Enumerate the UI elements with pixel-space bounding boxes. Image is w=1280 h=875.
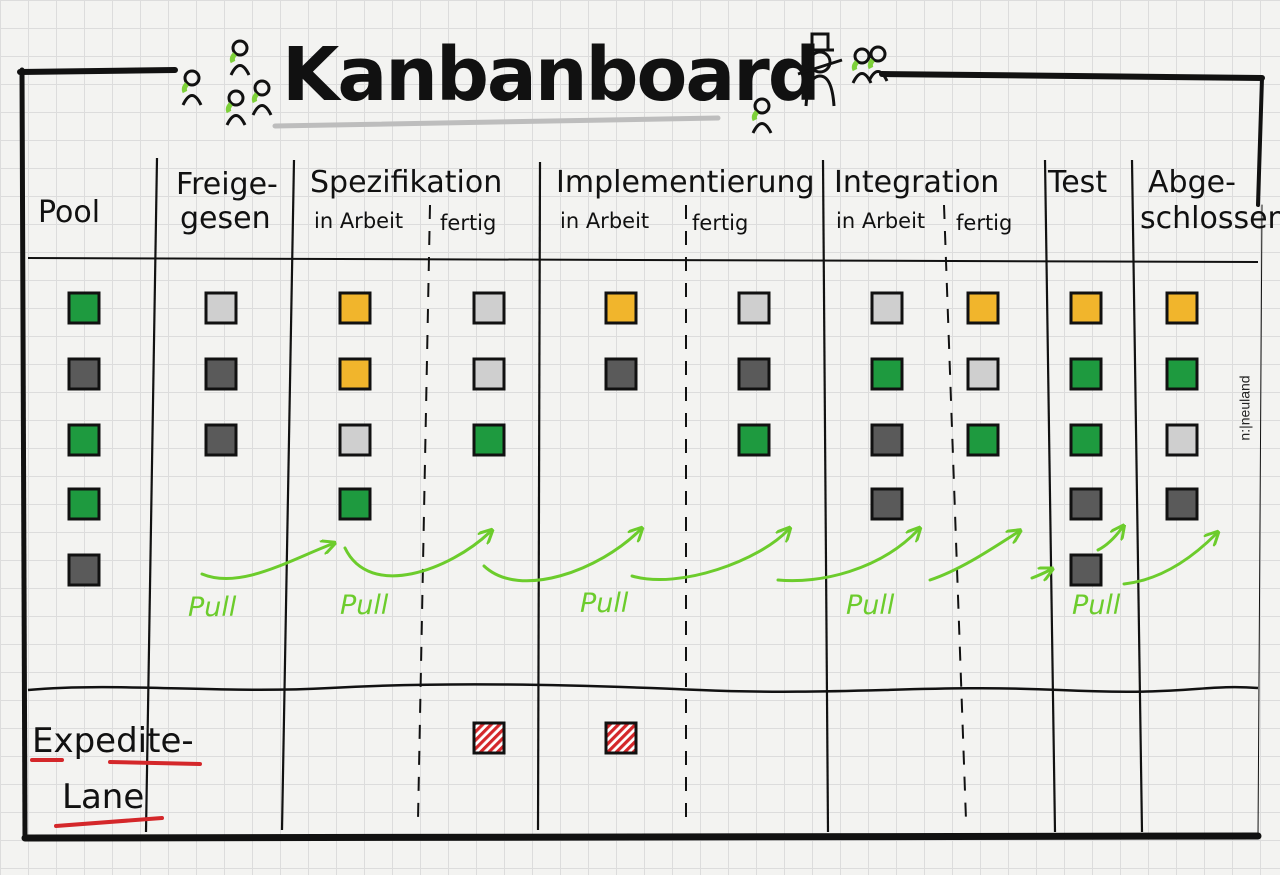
kanban-card-light-gray [737, 291, 771, 325]
kanban-card-light-gray [338, 423, 372, 457]
kanban-card-green [472, 423, 506, 457]
person-icon [229, 39, 251, 76]
column-headers: Pool Freige- gesen Spezifikation in Arbe… [38, 165, 1280, 236]
brand-logo: n:|neuland [1237, 350, 1274, 470]
kanban-card-green [338, 487, 372, 521]
kanban-card-dark-gray [67, 357, 101, 391]
kanban-card-green [1069, 423, 1103, 457]
column-header-freigegeben-line2: gesen [180, 201, 271, 236]
kanban-card-green [870, 357, 904, 391]
pull-arrow [1096, 528, 1122, 552]
cards-layer [67, 291, 1199, 755]
pull-arrow [343, 532, 490, 578]
subcolumn-impl-fertig: fertig [692, 211, 748, 235]
subcolumn-spec-fertig: fertig [440, 211, 496, 235]
pull-labels: Pull Pull Pull Pull Pull [188, 588, 1121, 623]
kanban-card-light-gray [966, 357, 1000, 391]
pull-arrow [630, 530, 788, 581]
column-header-spezifikation: Spezifikation [310, 165, 502, 200]
kanban-card-green [1069, 357, 1103, 391]
kanban-card-green [67, 487, 101, 521]
pull-label: Pull [846, 590, 895, 621]
kanban-card-dark-gray [870, 487, 904, 521]
subcolumn-integ-in-arbeit: in Arbeit [836, 209, 925, 233]
kanban-card-yellow [1165, 291, 1199, 325]
pull-label: Pull [1072, 590, 1121, 621]
kanban-card-yellow [338, 357, 372, 391]
kanban-card-yellow [1069, 291, 1103, 325]
kanban-card-dark-gray [204, 423, 238, 457]
pull-arrow [482, 530, 640, 583]
kanban-card-dark-gray [604, 357, 638, 391]
kanban-card-green [67, 291, 101, 325]
person-icon [867, 45, 889, 82]
person-icon [181, 69, 203, 106]
kanban-card-light-gray [204, 291, 238, 325]
column-header-integration: Integration [834, 165, 999, 200]
expedite-label-line2: Lane [62, 777, 144, 817]
expedite-card-red [604, 721, 638, 755]
kanban-card-green [966, 423, 1000, 457]
column-dividers [144, 157, 1144, 833]
kanban-card-yellow [338, 291, 372, 325]
column-header-freigegeben: Freige- [176, 167, 278, 202]
title-underline [272, 115, 721, 129]
subcolumn-integ-fertig: fertig [956, 211, 1012, 235]
expedite-lane-divider [27, 683, 1259, 693]
kanban-card-green [737, 423, 771, 457]
pull-arrow [928, 532, 1018, 582]
pull-label: Pull [580, 588, 629, 619]
column-header-implementierung: Implementierung [556, 165, 815, 200]
pull-arrows [200, 528, 1216, 586]
expedite-lane-label: Expedite- Lane [30, 721, 202, 828]
pull-arrow [200, 544, 332, 580]
pull-arrow [1122, 534, 1216, 586]
pull-label: Pull [340, 590, 389, 621]
kanban-card-dark-gray [1069, 553, 1103, 587]
expedite-card-red [472, 721, 506, 755]
kanban-card-dark-gray [204, 357, 238, 391]
kanban-card-dark-gray [870, 423, 904, 457]
kanban-card-dark-gray [1165, 487, 1199, 521]
kanban-card-yellow [966, 291, 1000, 325]
kanban-card-yellow [604, 291, 638, 325]
manager-with-hat-icon [797, 32, 843, 107]
kanban-card-light-gray [1165, 423, 1199, 457]
column-header-test: Test [1047, 165, 1107, 200]
pull-arrow [776, 530, 918, 583]
kanban-card-dark-gray [67, 553, 101, 587]
board-frame [17, 67, 1265, 842]
kanban-card-green [67, 423, 101, 457]
column-header-abgeschlossen-line2: schlossen [1140, 201, 1280, 236]
kanban-card-dark-gray [1069, 487, 1103, 521]
person-icon [225, 89, 247, 126]
subcolumn-spec-in-arbeit: in Arbeit [314, 209, 403, 233]
kanban-card-green [1165, 357, 1199, 391]
brand-text: n:|neuland [1236, 375, 1253, 441]
column-header-abgeschlossen: Abge- [1148, 165, 1236, 200]
subcolumn-impl-in-arbeit: in Arbeit [560, 209, 649, 233]
pull-arrow [1030, 570, 1050, 578]
kanban-card-light-gray [870, 291, 904, 325]
kanban-card-light-gray [472, 291, 506, 325]
column-header-pool: Pool [38, 195, 100, 230]
kanban-card-light-gray [472, 357, 506, 391]
people-illustration [181, 32, 889, 134]
person-icon [751, 97, 773, 134]
pull-label: Pull [188, 592, 237, 623]
expedite-label-line1: Expedite- [32, 721, 194, 761]
board-title: Kanbanboard [282, 32, 819, 118]
person-icon [251, 79, 273, 116]
kanban-card-dark-gray [737, 357, 771, 391]
header-divider [27, 257, 1259, 263]
